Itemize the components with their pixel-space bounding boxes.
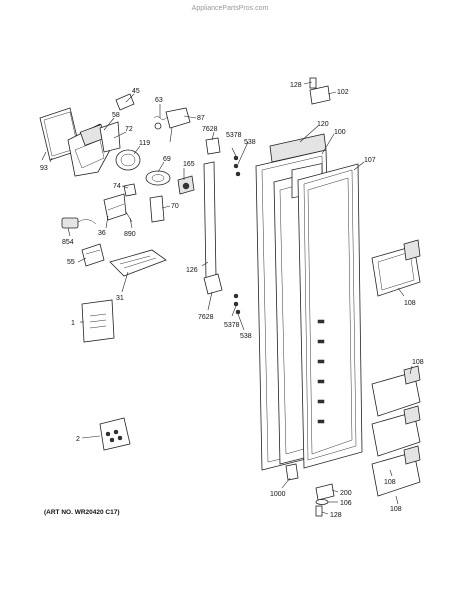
watermark-text: AppliancePartsPros.com xyxy=(192,5,269,12)
part-72-bracket[interactable] xyxy=(99,121,121,153)
callout-63: 63 xyxy=(155,97,163,104)
part-1000-door-stop[interactable] xyxy=(285,463,299,481)
callout-69: 69 xyxy=(163,156,171,163)
callout-538-lower: 538 xyxy=(240,333,252,340)
part-1-manual[interactable] xyxy=(81,299,115,343)
part-106-washer[interactable] xyxy=(315,499,329,505)
part-119-motor[interactable] xyxy=(115,149,141,171)
callout-1000: 1000 xyxy=(270,491,286,498)
callout-119: 119 xyxy=(139,140,150,147)
part-45-clip[interactable] xyxy=(115,93,135,111)
part-108-bin-upper[interactable] xyxy=(371,239,421,297)
callout-538-upper: 538 xyxy=(244,139,256,146)
part-120-door-top-cap[interactable] xyxy=(269,133,327,163)
part-69-auger-gear[interactable] xyxy=(145,170,171,186)
part-5378-538-screws-lower[interactable] xyxy=(233,293,241,315)
part-55-module[interactable] xyxy=(81,243,105,267)
callout-165: 165 xyxy=(183,161,195,168)
part-7628-hinge-upper[interactable] xyxy=(205,137,221,155)
callout-1: 1 xyxy=(71,320,75,327)
callout-70: 70 xyxy=(171,203,179,210)
part-200-bottom-hinge[interactable] xyxy=(315,483,335,501)
callout-107: 107 xyxy=(364,157,376,164)
callout-100: 100 xyxy=(334,129,346,136)
callout-126: 126 xyxy=(186,267,198,274)
callout-2: 2 xyxy=(76,436,80,443)
callout-7628-upper: 7628 xyxy=(202,126,218,133)
callout-108-3: 108 xyxy=(384,479,396,486)
callout-93: 93 xyxy=(40,165,48,172)
part-74-switch[interactable] xyxy=(123,183,137,197)
part-2-hardware-kit[interactable] xyxy=(99,417,131,451)
callout-36: 36 xyxy=(98,230,106,237)
callout-854: 854 xyxy=(62,239,74,246)
callout-45: 45 xyxy=(132,88,140,95)
part-70-switch-cover[interactable] xyxy=(149,195,165,223)
callout-74: 74 xyxy=(113,183,121,190)
part-165-solenoid[interactable] xyxy=(177,175,195,195)
part-108-bin-2[interactable] xyxy=(371,365,421,417)
callout-55: 55 xyxy=(67,259,75,266)
part-128-hinge-pin-bottom[interactable] xyxy=(315,505,323,517)
callout-87: 87 xyxy=(197,115,205,122)
part-854-harness[interactable] xyxy=(61,217,97,229)
part-108-bin-3[interactable] xyxy=(371,405,421,457)
part-5378-538-screws-upper[interactable] xyxy=(233,155,241,177)
part-108-bin-4[interactable] xyxy=(371,445,421,497)
callout-200: 200 xyxy=(340,490,352,497)
part-126-fill-tube[interactable] xyxy=(203,161,217,279)
part-7628-hinge-lower[interactable] xyxy=(203,273,223,295)
callout-labels: 45 58 72 93 63 87 119 69 165 74 70 36 89… xyxy=(40,82,424,519)
part-87-actuator[interactable] xyxy=(165,107,191,143)
callout-58: 58 xyxy=(112,112,120,119)
callout-108-2: 108 xyxy=(412,359,424,366)
door-liner-shelf-clips xyxy=(317,319,325,424)
callout-31: 31 xyxy=(116,295,124,302)
callout-7628-lower: 7628 xyxy=(198,314,214,321)
callout-890: 890 xyxy=(124,231,136,238)
callout-128-top: 128 xyxy=(290,82,302,89)
callout-102: 102 xyxy=(337,89,349,96)
leader-lines xyxy=(49,81,413,515)
part-107-door-gasket[interactable] xyxy=(297,163,363,469)
callout-108-upper: 108 xyxy=(404,300,416,307)
callout-128-bottom: 128 xyxy=(330,512,342,519)
callout-108-4: 108 xyxy=(390,506,402,513)
part-58-housing[interactable] xyxy=(67,123,111,177)
callout-120: 120 xyxy=(317,121,329,128)
part-128-hinge-pin-top[interactable] xyxy=(309,77,317,89)
callout-72: 72 xyxy=(125,126,133,133)
callout-5378-lower: 5378 xyxy=(224,322,240,329)
part-102-top-hinge[interactable] xyxy=(309,85,331,105)
art-number: (ART NO. WR20420 C17) xyxy=(44,509,120,516)
part-31-drip-tray[interactable] xyxy=(109,249,167,277)
part-890-wire[interactable] xyxy=(125,211,133,223)
callout-5378-upper: 5378 xyxy=(226,132,242,139)
part-36-bracket[interactable] xyxy=(103,193,127,221)
callout-106: 106 xyxy=(340,500,352,507)
